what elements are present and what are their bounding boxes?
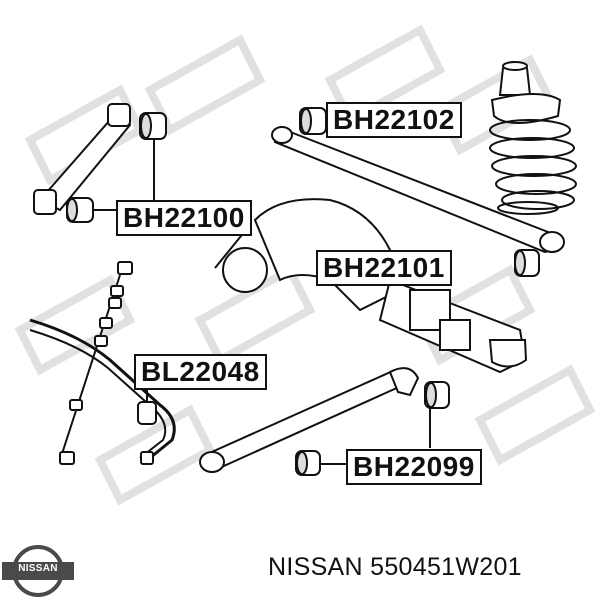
part-label-bh22099: BH22099	[346, 449, 482, 485]
lower-link	[199, 367, 450, 476]
upper-arm	[33, 103, 167, 223]
coil-spring	[489, 61, 577, 215]
brand-part-number: NISSAN 550451W201	[268, 553, 522, 581]
part-label-bh22101: BH22101	[316, 250, 452, 286]
lateral-rod	[271, 107, 565, 277]
part-label-bl22048: BL22048	[134, 354, 267, 390]
part-label-bh22102: BH22102	[326, 102, 462, 138]
nissan-logo	[2, 545, 74, 597]
logo-text: NISSAN	[18, 563, 58, 574]
stabilizer-bar	[29, 261, 176, 465]
part-label-bh22100: BH22100	[116, 200, 252, 236]
